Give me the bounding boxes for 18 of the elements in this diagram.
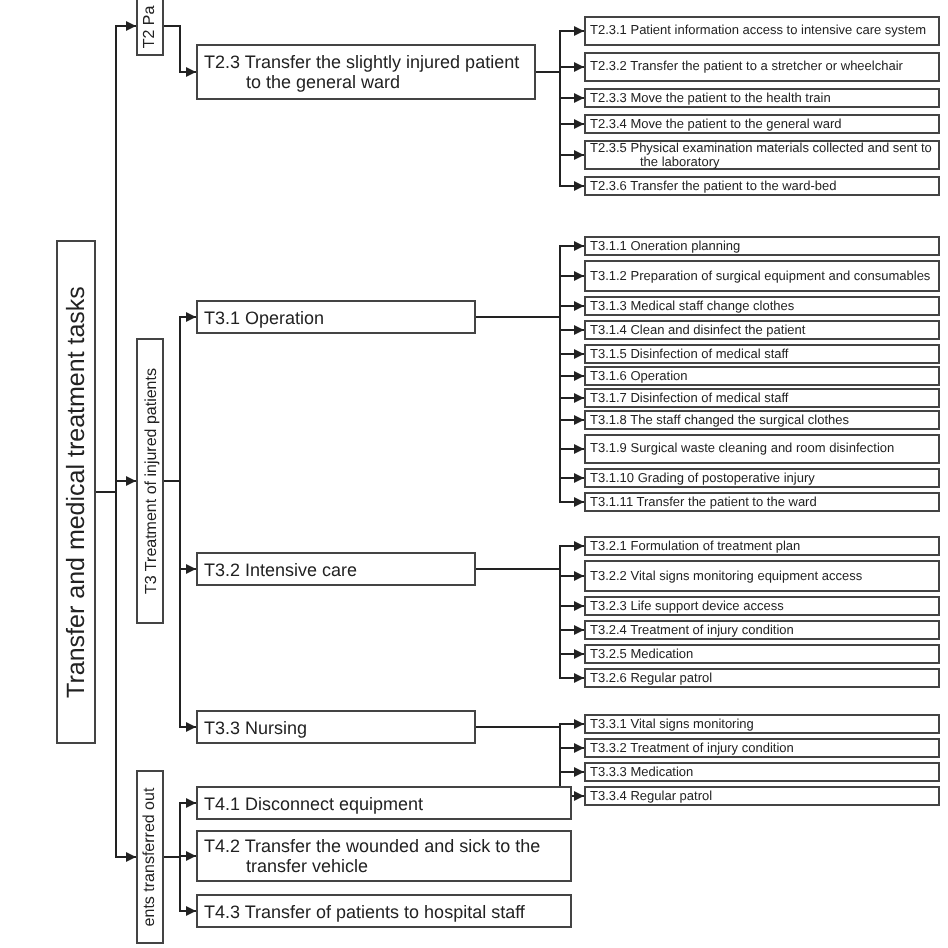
task-group-box: ents transferred out xyxy=(136,770,164,944)
arrow xyxy=(163,480,197,732)
root-task-box: Transfer and medical treatment tasks xyxy=(56,240,96,744)
task-group-box: T3 Treatment of injured patients xyxy=(136,338,164,624)
task-group-box: T2 Pa xyxy=(136,0,164,56)
task-box: T3.3 Nursing xyxy=(196,710,476,744)
arrow xyxy=(95,491,137,862)
task-box: T2.3 Transfer the slightly injured patient to the general ward xyxy=(196,44,536,100)
task-box: T4.1 Disconnect equipment xyxy=(196,786,572,820)
arrow xyxy=(475,568,585,683)
arrow xyxy=(535,71,585,191)
arrow xyxy=(163,25,197,77)
arrow xyxy=(163,856,197,916)
task-box: T4.3 Transfer of patients to hospital staff xyxy=(196,894,572,928)
task-box: T3.1 Operation xyxy=(196,300,476,334)
task-box: T3.2 Intensive care xyxy=(196,552,476,586)
arrow xyxy=(475,726,585,801)
task-box: T4.2 Transfer the wounded and sick to the transfer vehicle xyxy=(196,830,572,882)
